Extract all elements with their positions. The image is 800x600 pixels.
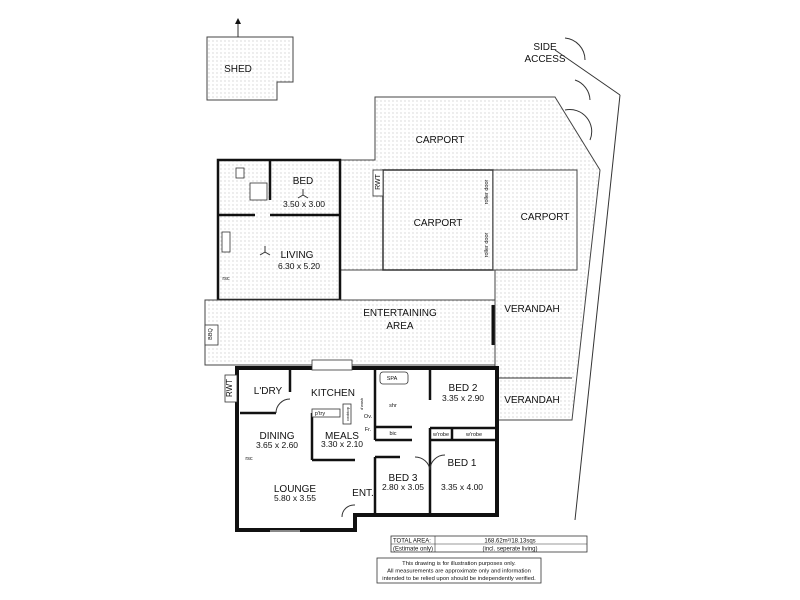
- verandah: VERANDAH VERANDAH: [495, 304, 572, 406]
- fridge-label: Fr.: [365, 427, 372, 433]
- kitchen-label: KITCHEN: [311, 388, 355, 399]
- meals-size: 3.30 x 2.10: [321, 439, 363, 449]
- estimate-note: (incl. seperate living): [482, 547, 537, 553]
- bic-label: bic: [389, 431, 396, 437]
- total-area-label: TOTAL AREA:: [393, 539, 431, 545]
- lounge-label: LOUNGE: [274, 484, 317, 495]
- total-area-value: 168.62m²/18.13sqs: [484, 539, 535, 545]
- area-table: TOTAL AREA: 168.62m²/18.13sqs (Estimate …: [376, 535, 588, 584]
- bed3-label: BED 3: [389, 473, 418, 484]
- bed1-label: BED 1: [448, 458, 477, 469]
- separate-living: BED 3.50 x 3.00 LIVING 6.30 x 5.20 rsc: [216, 158, 342, 302]
- carport-area: CARPORT CARPORT CARPORT roller door roll…: [339, 49, 621, 521]
- dining-size: 3.65 x 2.60: [256, 440, 298, 450]
- carport-middle-label: CARPORT: [414, 218, 463, 229]
- entertaining-label-1: ENTERTAINING: [363, 308, 437, 319]
- estimate-label: (Estimate only): [393, 547, 433, 553]
- disclaimer-line: This drawing is for illustration purpose…: [402, 561, 516, 567]
- rwt-label: RWT: [225, 379, 234, 397]
- carport-right-label: CARPORT: [521, 212, 570, 223]
- bed1-size: 3.35 x 4.00: [441, 482, 483, 492]
- dishwasher-label: d'wash: [359, 398, 364, 410]
- dining-label: DINING: [260, 431, 295, 442]
- pantry-label: p'try: [315, 411, 325, 417]
- carport-top-label: CARPORT: [416, 135, 465, 146]
- bed2-size: 3.35 x 2.90: [442, 393, 484, 403]
- verandah-label-1: VERANDAH: [504, 304, 560, 315]
- arrow-head-icon: [235, 18, 241, 24]
- verandah-label-2: VERANDAH: [504, 395, 560, 406]
- rsc-label: rsc: [222, 276, 230, 282]
- bbq-label: BBQ: [208, 327, 214, 339]
- main-house: RWT L'DRY KITCHEN p'try Ov. Fr. cooktop …: [224, 359, 499, 532]
- bed3-size: 2.80 x 3.05: [382, 482, 424, 492]
- entertaining-area: ENTERTAINING AREA BBQ: [204, 299, 496, 366]
- rsc-lounge-label: rsc: [245, 456, 253, 462]
- disclaimer-line: intended to be relied upon should be ind…: [382, 576, 536, 582]
- disclaimer-line: All measurements are approximate only an…: [387, 569, 531, 575]
- gate-swings: [564, 37, 593, 176]
- bed-label: BED: [293, 176, 314, 187]
- lounge-size: 5.80 x 3.55: [274, 493, 316, 503]
- shower-label: shr: [389, 403, 397, 409]
- oven-label: Ov.: [364, 414, 373, 420]
- entry-label: ENT.: [352, 488, 374, 499]
- bed2-label: BED 2: [449, 383, 478, 394]
- spa-label: SPA: [387, 376, 398, 382]
- wrobe-label: w'robe: [465, 432, 482, 438]
- cooktop-label: cooktop: [345, 406, 350, 421]
- living-size: 6.30 x 5.20: [278, 261, 320, 271]
- living-label: LIVING: [281, 250, 314, 261]
- ceiling-fan-icon: [259, 189, 309, 256]
- wrobe-label: w'robe: [432, 432, 449, 438]
- rwt-carport-label: RWT: [375, 173, 382, 190]
- side-access-label-1: SIDE: [533, 42, 557, 53]
- roller-door-label: roller door: [484, 179, 490, 204]
- entertaining-label-2: AREA: [386, 321, 414, 332]
- roller-door-label: roller door: [484, 232, 490, 257]
- side-access-label-2: ACCESS: [524, 54, 565, 65]
- bed-size: 3.50 x 3.00: [283, 199, 325, 209]
- laundry-label: L'DRY: [254, 386, 283, 397]
- shed-label: SHED: [224, 64, 252, 75]
- meals-label: MEALS: [325, 431, 359, 442]
- shed: SHED: [206, 18, 294, 101]
